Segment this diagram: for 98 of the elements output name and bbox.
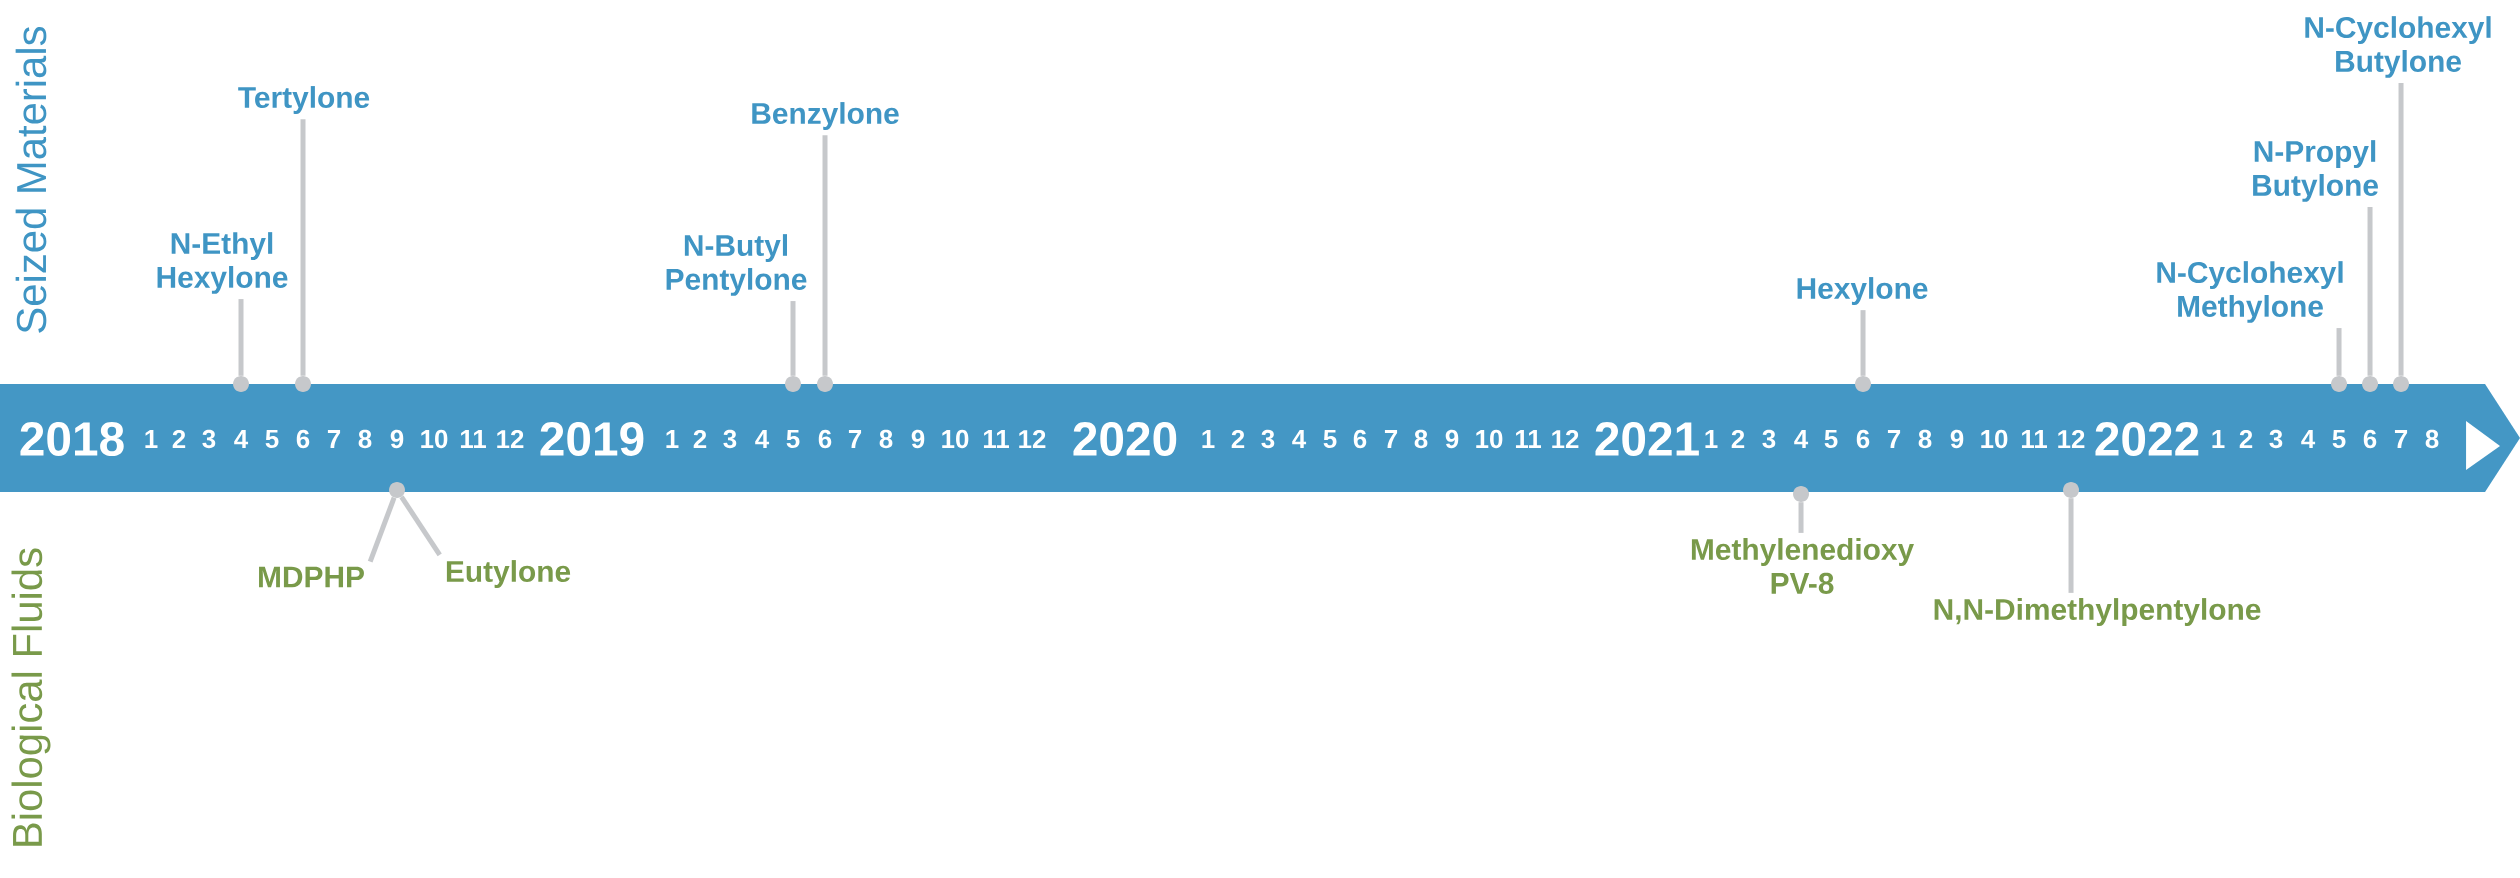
month-label: 8 [1918,429,1932,449]
month-label: 8 [879,429,893,449]
month-label: 6 [296,429,310,449]
leader-line [790,301,796,376]
month-label: 2 [1231,429,1245,449]
timeline-dot [233,376,249,392]
month-label: 11 [1515,430,1541,448]
month-label: 5 [2332,429,2346,449]
month-label: 5 [786,429,800,449]
year-label: 2019 [540,422,644,456]
substance-label: Tertylone [238,86,370,114]
leader-line [367,496,397,563]
month-label: 12 [1552,429,1579,449]
month-label: 6 [818,429,832,449]
leader-line [1798,502,1804,533]
leader-line [822,135,828,376]
month-label: 2 [2239,429,2253,449]
month-label: 9 [390,429,404,449]
month-label: 10 [421,429,448,449]
year-label: 2022 [2095,422,2199,456]
month-label: 8 [2425,429,2439,449]
year-label: 2021 [1595,422,1699,456]
substance-label: N-Cyclohexyl Butylone [2305,16,2491,78]
month-label: 11 [460,430,486,448]
timeline-dot [785,376,801,392]
month-label: 8 [358,429,372,449]
month-label: 1 [666,430,679,448]
month-label: 1 [1202,430,1215,448]
month-label: 2 [1731,429,1745,449]
month-label: 6 [1353,429,1367,449]
month-label: 9 [911,429,925,449]
month-label: 10 [1981,429,2008,449]
month-label: 10 [942,429,969,449]
month-label: 2 [172,429,186,449]
leader-line [399,495,442,557]
timeline-dot [2362,376,2379,392]
year-label: 2018 [20,422,124,456]
leader-line [2367,207,2373,376]
month-label: 7 [1384,430,1398,448]
substance-label: Benzylone [752,102,899,130]
timeline-dot [2063,482,2080,498]
timeline-dot [2331,376,2348,392]
month-label: 3 [202,429,216,449]
month-label: 8 [1414,429,1428,449]
timeline-dot [295,376,311,392]
section-heading: Biological Fluids [11,548,51,846]
month-label: 5 [1824,429,1838,449]
substance-label: N-Cyclohexyl Methylone [2157,261,2343,323]
leader-line [1860,310,1866,376]
substance-label: Hexylone [1797,277,1928,305]
leader-line [2398,83,2404,376]
substance-label: MDPHP [259,566,364,588]
timeline-dot [2393,376,2410,392]
leader-line [2068,498,2074,593]
month-label: 9 [1950,429,1964,449]
month-label: 7 [848,430,862,448]
month-label: 4 [1794,430,1809,448]
month-label: 6 [2363,429,2377,449]
leader-line [2336,328,2342,376]
month-label: 6 [1856,429,1870,449]
timeline-dot [1855,376,1872,392]
month-label: 7 [327,430,341,448]
month-label: 2 [693,429,707,449]
month-label: 12 [1019,429,1046,449]
month-label: 4 [234,430,249,448]
timeline-dot [1793,486,1810,502]
month-label: 11 [2021,430,2047,448]
substance-label: Eutylone [446,560,571,588]
leader-line [238,299,244,376]
leader-line [300,119,306,376]
month-label: 4 [1292,430,1307,448]
month-label: 7 [1887,430,1901,448]
month-label: 3 [1261,429,1275,449]
month-label: 4 [755,430,770,448]
month-label: 1 [1705,430,1718,448]
month-label: 12 [2058,429,2085,449]
month-label: 5 [265,429,279,449]
substance-label: N,N-Dimethylpentylone [1934,598,2261,626]
section-heading: Seized Materials [15,26,47,333]
timeline-dot [389,482,405,498]
month-label: 3 [1762,429,1776,449]
substance-label: N-Propyl Butylone [2253,140,2378,202]
month-label: 7 [2394,430,2408,448]
month-label: 4 [2301,430,2316,448]
month-label: 3 [723,429,737,449]
month-label: 1 [145,430,158,448]
month-label: 1 [2212,430,2225,448]
timeline-dot [817,376,833,392]
month-label: 3 [2269,429,2283,449]
month-label: 11 [983,430,1009,448]
month-label: 5 [1323,429,1337,449]
year-label: 2020 [1073,422,1177,456]
month-label: 12 [497,429,524,449]
month-label: 9 [1445,429,1459,449]
substance-label: N-Butyl Pentylone [666,234,807,296]
month-label: 10 [1476,429,1503,449]
substance-label: N-Ethyl Hexylone [157,232,288,294]
substance-label: Methylenedioxy PV-8 [1691,538,1914,594]
